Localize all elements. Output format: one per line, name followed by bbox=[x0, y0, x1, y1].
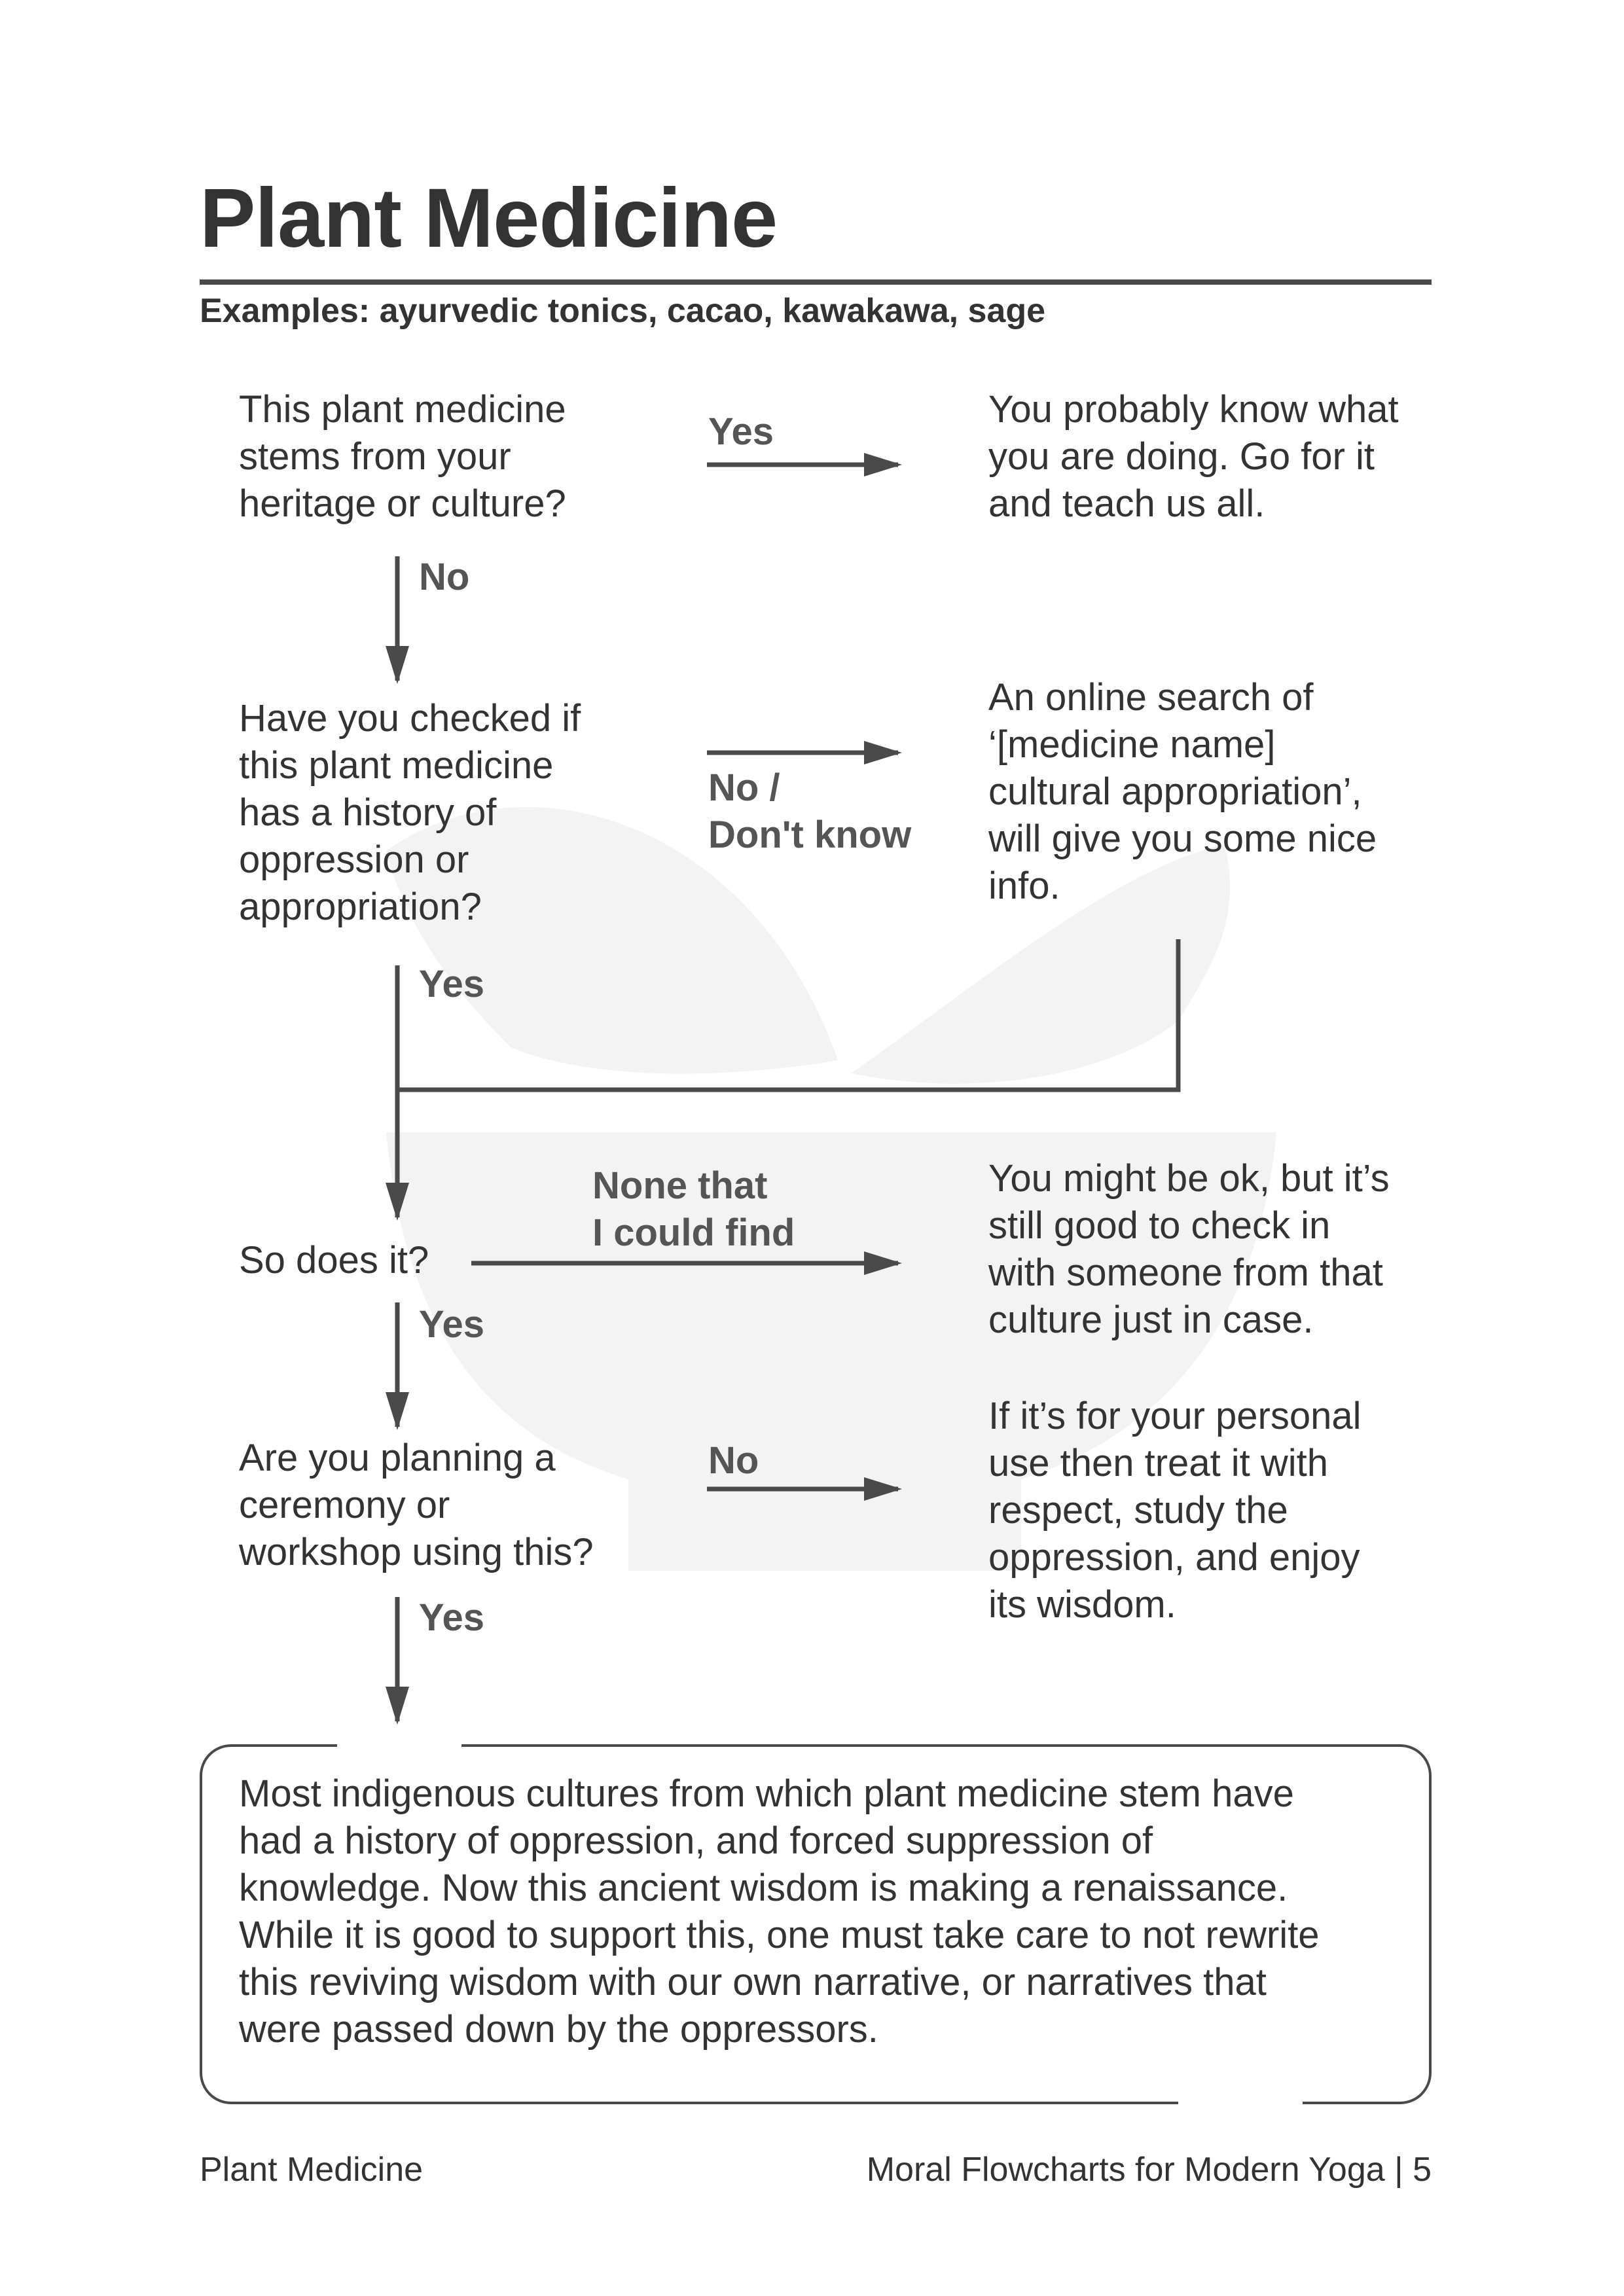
footer-book-page: Moral Flowcharts for Modern Yoga | 5 bbox=[866, 2151, 1432, 2189]
page-title: Plant Medicine bbox=[200, 171, 778, 265]
answer-personal-use-line: If it’s for your personal bbox=[988, 1395, 1362, 1437]
conclusion-line: this reviving wisdom with our own narrat… bbox=[239, 1961, 1267, 2003]
answer-personal-use-line: respect, study the bbox=[988, 1489, 1288, 1532]
label-q2-no-line: No / bbox=[708, 766, 780, 809]
question-does-it: So does it? bbox=[239, 1239, 429, 1282]
label-q4-no: No bbox=[708, 1439, 759, 1482]
conclusion-line: knowledge. Now this ancient wisdom is ma… bbox=[239, 1867, 1288, 1909]
answer-online-search-line: ‘[medicine name] bbox=[988, 723, 1276, 766]
question-checked-history-line: Have you checked if bbox=[239, 697, 581, 740]
question-heritage-line: This plant medicine bbox=[239, 388, 566, 431]
conclusion-text: Most indigenous cultures from which plan… bbox=[239, 1770, 1391, 2053]
answer-check-in-line: still good to check in bbox=[988, 1204, 1331, 1247]
question-heritage: This plant medicine stems from your heri… bbox=[239, 386, 566, 528]
question-heritage-line: stems from your bbox=[239, 435, 511, 478]
question-checked-history-line: this plant medicine bbox=[239, 744, 554, 787]
question-ceremony-line: workshop using this? bbox=[239, 1531, 594, 1573]
answer-online-search-line: will give you some nice bbox=[988, 817, 1377, 860]
answer-check-in: You might be ok, but it’s still good to … bbox=[988, 1155, 1390, 1344]
arrowhead-q4-no bbox=[864, 1477, 902, 1501]
leaf-right-shape bbox=[851, 844, 1231, 1084]
conclusion-box-top-gap bbox=[337, 1740, 461, 1749]
footer-section-title: Plant Medicine bbox=[200, 2151, 424, 2189]
question-ceremony-line: Are you planning a bbox=[239, 1437, 556, 1479]
answer-online-search-line: info. bbox=[988, 865, 1060, 907]
answer-check-in-line: culture just in case. bbox=[988, 1299, 1314, 1341]
title-divider bbox=[200, 279, 1432, 285]
question-checked-history-line: appropriation? bbox=[239, 886, 482, 928]
answer-go-for-it-line: you are doing. Go for it bbox=[988, 435, 1375, 478]
arrowhead-q2-no bbox=[864, 741, 902, 764]
label-q3-yes: Yes bbox=[419, 1303, 484, 1346]
page-subtitle: Examples: ayurvedic tonics, cacao, kawak… bbox=[200, 292, 1046, 330]
conclusion-line: While it is good to support this, one mu… bbox=[239, 1914, 1320, 1956]
answer-personal-use: If it’s for your personal use then treat… bbox=[988, 1393, 1362, 1628]
answer-personal-use-line: use then treat it with bbox=[988, 1442, 1329, 1484]
answer-go-for-it-line: and teach us all. bbox=[988, 482, 1265, 525]
answer-go-for-it-line: You probably know what bbox=[988, 388, 1399, 431]
answer-personal-use-line: its wisdom. bbox=[988, 1583, 1176, 1626]
label-q2-no-line: Don't know bbox=[708, 814, 912, 856]
question-ceremony-line: ceremony or bbox=[239, 1484, 450, 1526]
question-checked-history: Have you checked if this plant medicine … bbox=[239, 695, 581, 931]
conclusion-line: Most indigenous cultures from which plan… bbox=[239, 1772, 1294, 1815]
arrowhead-q3-yes bbox=[386, 1392, 409, 1430]
arrowhead-q1-yes bbox=[864, 453, 902, 476]
bowl-shape bbox=[386, 1132, 1276, 1571]
answer-check-in-line: with someone from that bbox=[988, 1251, 1383, 1294]
conclusion-line: had a history of oppression, and forced … bbox=[239, 1820, 1153, 1862]
arrowhead-q4-yes bbox=[386, 1687, 409, 1725]
question-heritage-line: heritage or culture? bbox=[239, 482, 566, 525]
answer-online-search-line: An online search of bbox=[988, 676, 1314, 719]
label-q2-yes: Yes bbox=[419, 963, 484, 1005]
question-checked-history-line: has a history of bbox=[239, 791, 497, 834]
label-q4-yes: Yes bbox=[419, 1596, 484, 1639]
answer-check-in-line: You might be ok, but it’s bbox=[988, 1157, 1390, 1200]
line-a2-merge bbox=[397, 939, 1181, 1092]
answer-online-search-line: cultural appropriation’, bbox=[988, 770, 1362, 813]
question-ceremony: Are you planning a ceremony or workshop … bbox=[239, 1435, 594, 1576]
label-q3-none-line: I could find bbox=[592, 1211, 795, 1254]
arrowhead-q3-none bbox=[864, 1251, 902, 1275]
label-q1-yes: Yes bbox=[708, 410, 774, 453]
label-q3-none-line: None that bbox=[592, 1164, 768, 1207]
label-q3-none: None that I could find bbox=[592, 1162, 795, 1257]
arrowhead-q1-no bbox=[386, 646, 409, 684]
conclusion-line: were passed down by the oppressors. bbox=[239, 2008, 878, 2051]
label-q1-no: No bbox=[419, 556, 470, 598]
conclusion-box-bottom-gap bbox=[1178, 2096, 1303, 2106]
conclusion-box bbox=[200, 1744, 1432, 2104]
answer-online-search: An online search of ‘[medicine name] cul… bbox=[988, 674, 1377, 910]
answer-personal-use-line: oppression, and enjoy bbox=[988, 1536, 1360, 1579]
question-checked-history-line: oppression or bbox=[239, 838, 469, 881]
arrowhead-to-q3 bbox=[386, 1183, 409, 1221]
label-q2-no: No / Don't know bbox=[708, 764, 911, 859]
answer-go-for-it: You probably know what you are doing. Go… bbox=[988, 386, 1399, 528]
leaf-left-shape bbox=[386, 807, 838, 1074]
